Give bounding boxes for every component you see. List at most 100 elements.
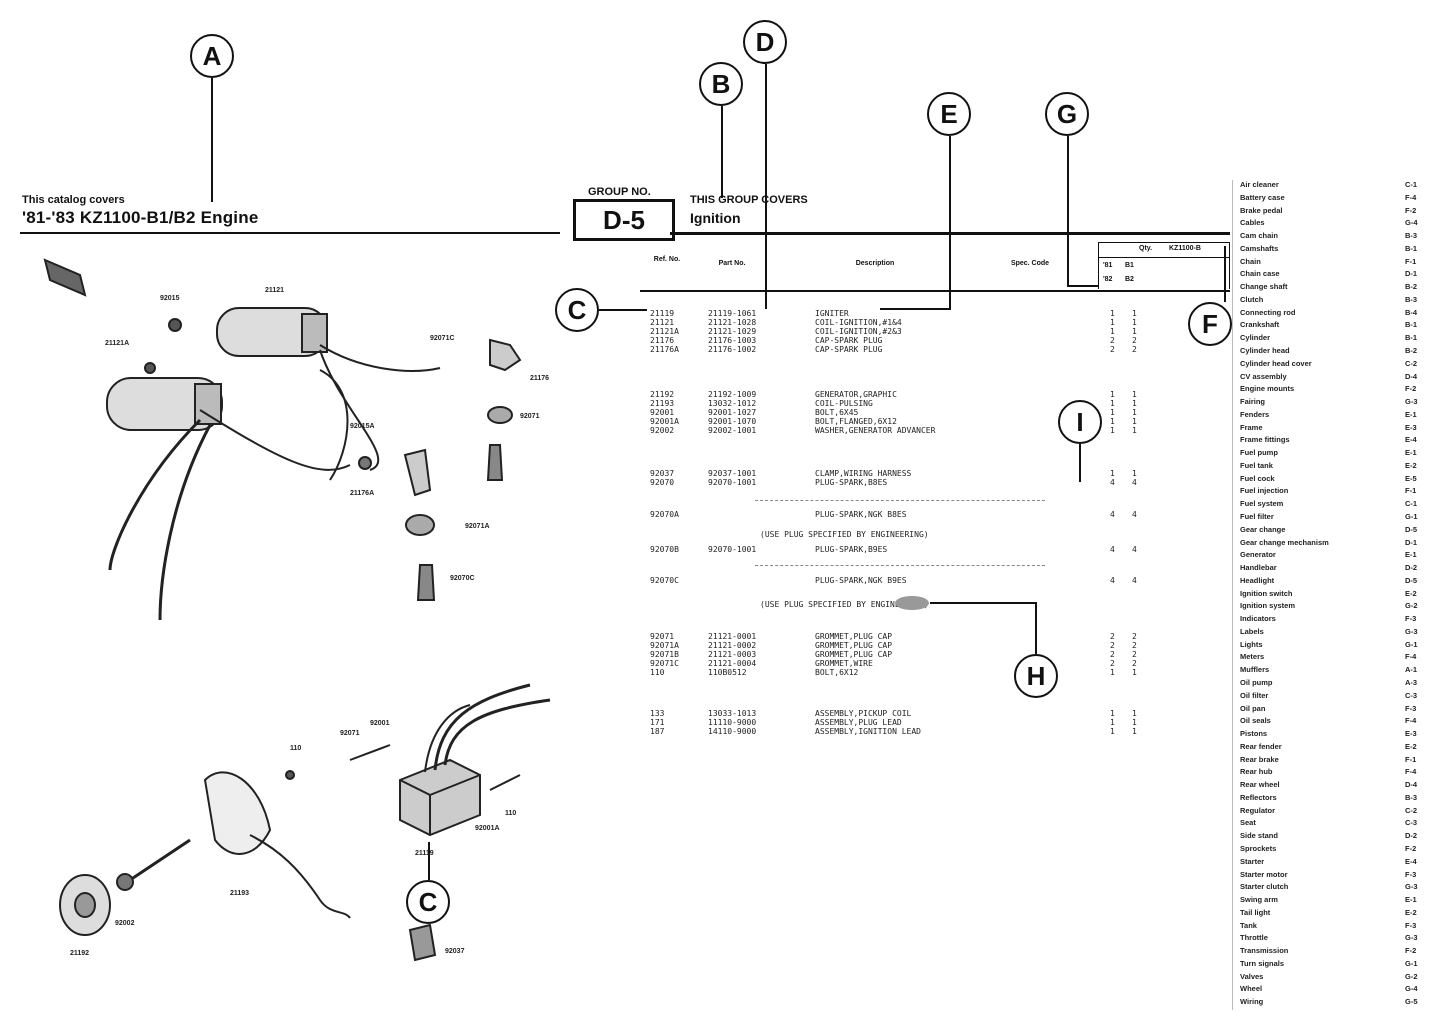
- index-entry-name: Rear brake: [1240, 754, 1279, 764]
- diagram-label: 92071: [340, 730, 360, 737]
- index-entry-code: B-3: [1405, 294, 1418, 304]
- index-entry-code: F-1: [1405, 486, 1417, 496]
- diagram-label: 92001A: [475, 825, 500, 832]
- ref-no-cell: 21193: [650, 399, 675, 408]
- diagram-label: 92037: [445, 948, 465, 955]
- qty-cell-2: 1: [1132, 668, 1137, 677]
- description-cell: CAP-SPARK PLUG: [815, 336, 883, 345]
- ref-no-cell: 171: [650, 718, 665, 727]
- index-entry-code: A-3: [1405, 678, 1418, 687]
- ref-no-cell: 21192: [650, 390, 675, 399]
- qty-cell-2: 1: [1132, 469, 1137, 478]
- description-cell: BOLT,6X45: [815, 408, 859, 417]
- description-cell: PLUG-SPARK,B8ES: [815, 478, 888, 487]
- index-entry-name: Oil pump: [1240, 678, 1273, 687]
- callout-g: G: [1045, 92, 1089, 136]
- callout-b: B: [699, 62, 743, 106]
- index-entry-name: Sprockets: [1240, 844, 1277, 853]
- table-note: (USE PLUG SPECIFIED BY ENGINEERING): [760, 530, 929, 539]
- index-entry-name: Ignition switch: [1240, 588, 1293, 598]
- model-year-2: '82: [1103, 276, 1113, 283]
- index-entry-name: Chain case: [1240, 269, 1280, 279]
- ref-no-cell: 92070: [650, 478, 675, 487]
- header-model: KZ1100-B: [1169, 245, 1201, 252]
- index-entry-code: F-2: [1405, 844, 1417, 853]
- description-cell: GROMMET,PLUG CAP: [815, 632, 893, 641]
- ref-no-cell: 21176: [650, 336, 675, 345]
- index-entry-name: Rear hub: [1240, 767, 1273, 777]
- qty-cell-2: 1: [1132, 408, 1137, 417]
- ref-no-cell: 133: [650, 709, 665, 718]
- index-entry-name: Pistons: [1240, 729, 1268, 739]
- index-entry-code: G-1: [1405, 639, 1418, 649]
- diagram-label: 21192: [70, 950, 89, 957]
- diagram-label: 21121A: [105, 340, 129, 347]
- header-qty: Qty.: [1139, 245, 1153, 252]
- index-entry-name: Handlebar: [1240, 563, 1277, 573]
- ref-no-cell: 92070B: [650, 545, 679, 554]
- group-no-box: D-5: [573, 199, 675, 241]
- igniter-wire-3: [424, 704, 471, 773]
- header-rule-left: [20, 232, 560, 234]
- qty-cell-2: 2: [1132, 632, 1137, 641]
- index-entry-name: Starter clutch: [1240, 882, 1289, 892]
- qty-cell-2: 1: [1132, 426, 1137, 435]
- diagram-label: 92071C: [430, 335, 455, 342]
- index-entry-name: Lights: [1240, 639, 1263, 649]
- qty-cell-1: 1: [1110, 309, 1115, 318]
- index-entry-name: Mufflers: [1240, 665, 1270, 675]
- ref-no-cell: 92002: [650, 426, 675, 435]
- ref-no-cell: 92037: [650, 469, 675, 478]
- wiring-clamp: [408, 923, 437, 962]
- index-entry-code: C-1: [1405, 499, 1418, 509]
- diagram-label: 110: [290, 745, 301, 752]
- index-entry-name: Swing arm: [1240, 895, 1278, 905]
- index-entry-code: B-1: [1405, 243, 1418, 253]
- ref-no-cell: 187: [650, 727, 665, 736]
- pickup-wire: [249, 834, 351, 919]
- index-entry-name: Rear fender: [1240, 741, 1282, 751]
- index-entry-code: B-2: [1405, 282, 1418, 292]
- qty-cell-1: 4: [1110, 478, 1115, 487]
- igniter-box: [399, 758, 481, 837]
- index-entry-name: Wheel: [1240, 984, 1263, 994]
- index-entry-code: E-5: [1405, 473, 1417, 483]
- corner-mark: [43, 258, 87, 297]
- spark-plug-1: [486, 444, 504, 481]
- ignition-coil-2: [106, 377, 223, 431]
- part-no-cell: 21119-1061: [708, 309, 757, 318]
- description-cell: ASSEMBLY,PLUG LEAD: [815, 718, 902, 727]
- callout-f: F: [1188, 302, 1232, 346]
- group-name: Ignition: [690, 210, 741, 226]
- index-entry-code: D-4: [1405, 780, 1418, 790]
- qty-cell-1: 2: [1110, 659, 1115, 668]
- harness-wire-2: [158, 424, 212, 621]
- rotor-bolt: [129, 838, 191, 882]
- qty-cell-2: 4: [1132, 576, 1137, 585]
- index-entry-name: Air cleaner: [1240, 180, 1279, 189]
- index-entry-name: Fuel system: [1240, 499, 1284, 509]
- part-no-cell: 92037-1001: [708, 469, 757, 478]
- header-rule-right: [670, 232, 1230, 235]
- index-entry-name: Reflectors: [1240, 792, 1277, 802]
- model-year-1: '81: [1103, 262, 1113, 269]
- index-entry-name: Gear change mechanism: [1240, 537, 1329, 547]
- callout-a-leader: [211, 78, 213, 202]
- index-entry-name: Regulator: [1240, 805, 1276, 815]
- spark-plug-cap-2: [403, 448, 432, 497]
- index-entry-code: D-2: [1405, 563, 1418, 573]
- index-entry-name: Engine mounts: [1240, 384, 1295, 394]
- description-cell: BOLT,FLANGED,6X12: [815, 417, 897, 426]
- qty-cell-2: 1: [1132, 309, 1137, 318]
- ref-no-cell: 92001: [650, 408, 675, 417]
- index-entry-code: G-3: [1405, 397, 1418, 407]
- table-header: Ref. No. Part No. Description Spec. Code…: [640, 242, 1230, 292]
- grommet-2: [405, 514, 435, 536]
- index-entry-code: C-2: [1405, 805, 1418, 815]
- ref-no-cell: 92071B: [650, 650, 679, 659]
- callout-g-leader-horizontal: [1067, 285, 1099, 287]
- description-cell: PLUG-SPARK,NGK B9ES: [815, 576, 907, 585]
- index-entry-code: G-3: [1405, 933, 1418, 943]
- index-entry-code: F-3: [1405, 869, 1417, 879]
- qty-cell-1: 2: [1110, 650, 1115, 659]
